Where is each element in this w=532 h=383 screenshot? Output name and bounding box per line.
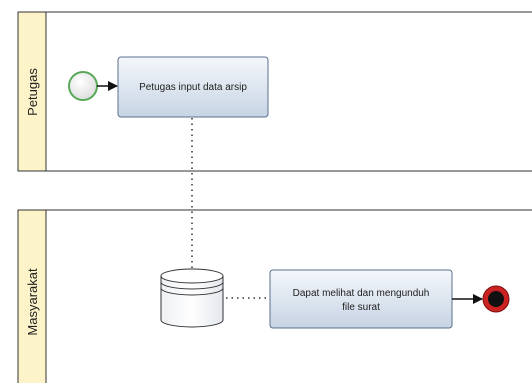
task-masyarakat-unduh[interactable]: Dapat melihat dan mengunduh file surat bbox=[269, 269, 453, 329]
task-label-line2: file surat bbox=[342, 302, 380, 313]
pool-label-masyarakat: Masyarakat bbox=[25, 268, 40, 336]
end-event-icon[interactable] bbox=[482, 285, 510, 313]
task-label-line1: Dapat melihat dan mengunduh bbox=[293, 288, 430, 299]
pool-label-petugas: Petugas bbox=[25, 68, 40, 116]
pool-petugas[interactable]: Petugas bbox=[17, 11, 532, 172]
pool-header-petugas bbox=[17, 11, 47, 172]
pool-header-masyarakat bbox=[17, 209, 47, 383]
task-label-petugas-input: Petugas input data arsip bbox=[139, 82, 247, 93]
task-petugas-input[interactable]: Petugas input data arsip bbox=[117, 56, 269, 118]
data-store-icon[interactable] bbox=[160, 268, 224, 328]
start-event-icon[interactable] bbox=[68, 71, 98, 101]
